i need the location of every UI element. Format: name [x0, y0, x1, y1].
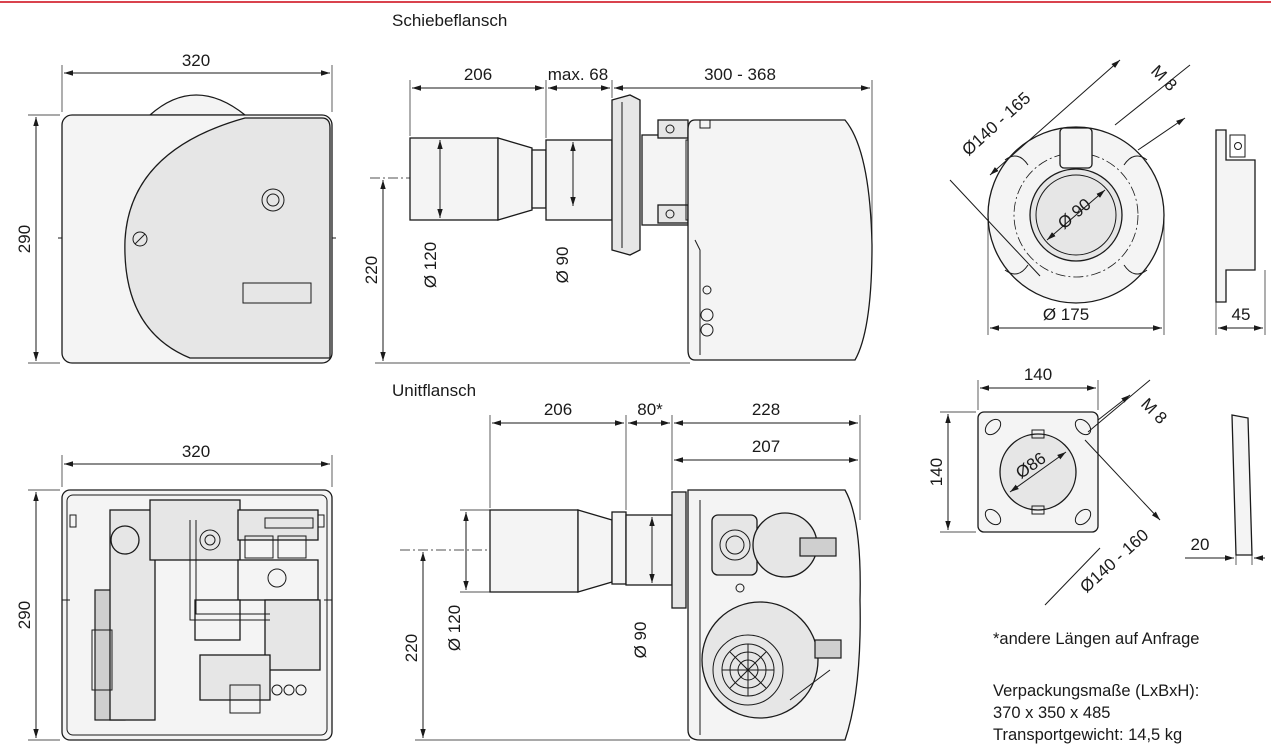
front-bottom-width-label: 320	[182, 442, 210, 461]
front-top-width-label: 320	[182, 51, 210, 70]
side-top-dim-max68: max. 68	[548, 65, 608, 84]
footnote: *andere Längen auf Anfrage	[993, 630, 1200, 648]
front-view-top: 320 290	[15, 51, 336, 364]
flange-square-thread: M 8	[1137, 394, 1170, 427]
title-unitflansch: Unitflansch	[392, 381, 476, 400]
packaging-value: 370 x 350 x 485	[993, 704, 1111, 722]
side-bottom-dia-90: Ø 90	[631, 622, 650, 659]
side-bottom-height-label: 220	[402, 634, 421, 662]
transport-weight: Transportgewicht: 14,5 kg	[993, 726, 1183, 744]
side-top-height-label: 220	[362, 256, 381, 284]
front-bottom-height-label: 290	[15, 601, 34, 629]
side-top-dim-206: 206	[464, 65, 492, 84]
packaging-label: Verpackungsmaße (LxBxH):	[993, 682, 1200, 700]
flange-round-thread: M 8	[1147, 61, 1180, 94]
flange-square-width: 140	[1024, 365, 1052, 384]
flange-square: Ø86 M 8 Ø140 - 160 140 140 20	[927, 365, 1265, 606]
side-bottom-dim-80: 80*	[637, 400, 663, 419]
title-schiebeflansch: Schiebeflansch	[392, 11, 507, 30]
side-bottom-dim-228: 228	[752, 400, 780, 419]
front-top-height-label: 290	[15, 225, 34, 253]
side-top-dia-120: Ø 120	[421, 242, 440, 288]
flange-round: Ø 90 Ø140 - 165 M 8 Ø 175 45	[949, 59, 1266, 335]
side-top-dim-300-368: 300 - 368	[704, 65, 776, 84]
flange-square-thickness: 20	[1191, 535, 1210, 554]
side-view-top: Schiebeflansch 206 max. 68 3	[362, 11, 873, 364]
flange-square-height: 140	[927, 458, 946, 486]
front-view-bottom: 320 290	[15, 442, 333, 741]
side-bottom-dim-207: 207	[752, 437, 780, 456]
flange-round-dia-175: Ø 175	[1043, 305, 1089, 324]
side-bottom-dim-206: 206	[544, 400, 572, 419]
side-view-bottom: Unitflansch 206 80*	[392, 381, 861, 741]
flange-round-thickness: 45	[1232, 305, 1251, 324]
side-bottom-dia-120: Ø 120	[445, 605, 464, 651]
side-top-dia-90: Ø 90	[553, 247, 572, 284]
